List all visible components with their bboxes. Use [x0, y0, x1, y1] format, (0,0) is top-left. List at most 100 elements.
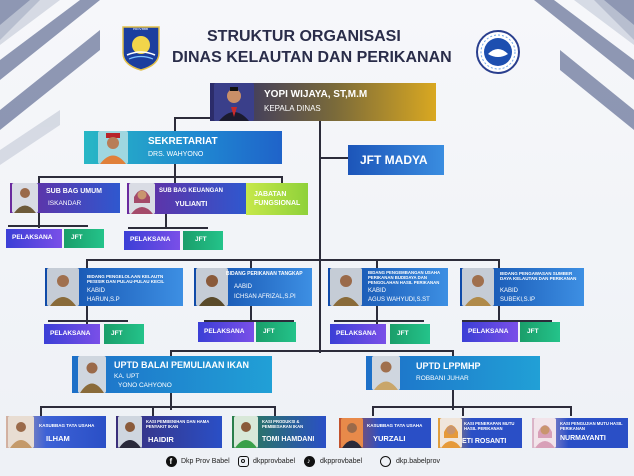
uptd1-down [170, 392, 172, 410]
uptd2-drop [452, 350, 454, 356]
pelaksana-box: PELAKSANA [462, 322, 518, 342]
bidang4-drop [498, 259, 500, 269]
pelaksana-box: PELAKSANA [330, 324, 386, 344]
pelaksana-box: PELAKSANA [124, 231, 180, 250]
bidang-1-kabid: KABID [87, 288, 106, 294]
sub-umum-drop [38, 176, 40, 184]
kabid-4-photo [462, 268, 494, 306]
uptd2-staff-line [372, 406, 572, 408]
jft-box: JFT [256, 322, 296, 342]
bidang-3-box: BIDANG PENGEMBANGAN USAHA PERIKANAN BUDI… [328, 268, 448, 306]
jft-madya-box: JFT MADYA [348, 145, 444, 175]
sekretaris-photo [98, 131, 128, 164]
staff4-drop [372, 406, 374, 416]
pelaksana-box: PELAKSANA [6, 229, 62, 248]
pelaksana-label: PELAKSANA [130, 236, 171, 243]
staff-5-box: KASI PENERAPAN MUTU HASIL PERIKANAN ETI … [438, 418, 522, 448]
sub-umum-label: SUB BAG UMUM [46, 188, 102, 195]
staff-1-role: KASUBBAG TATA USAHA [39, 423, 95, 428]
kepala-dinas-box: YOPI WIJAYA, ST,M.M KEPALA DINAS [210, 83, 436, 121]
staff-1-photo [8, 416, 34, 448]
province-logo-icon: PROV.BBB [121, 25, 161, 71]
facebook-handle[interactable]: Dkp Prov Babel [181, 458, 230, 465]
staff5-drop [462, 406, 464, 416]
staff2-drop [152, 406, 154, 416]
staff-4-photo [341, 418, 363, 448]
bidang3-down [376, 305, 378, 325]
staff-6-box: KASI PENGUJIAN MUTU HASIL PERIKANAN NURM… [532, 418, 628, 448]
dkp-logo-icon [476, 30, 520, 74]
kabid-3-photo [330, 268, 362, 306]
uptd-lppmhp-name: ROBBANI JUHAR [416, 375, 469, 382]
bidang3-drop [376, 259, 378, 269]
jabatan-drop [281, 176, 283, 184]
jft-box: JFT [520, 322, 560, 342]
jabatan-line-1: JABATAN [254, 191, 287, 198]
kepala-photo [214, 83, 254, 121]
staff-2-photo [118, 416, 142, 448]
logo-text: PROV.BBB [133, 27, 149, 31]
bidang4-down [498, 305, 500, 325]
staff1-drop [40, 406, 42, 416]
staff3-drop [274, 406, 276, 416]
bidang-2-title: BIDANG PERIKANAN TANGKAP [226, 271, 303, 277]
website-handle[interactable]: dkp.babelprov [396, 458, 440, 465]
bidang2-drop [250, 259, 252, 269]
instagram-handle[interactable]: dkpprovbabel [253, 458, 296, 465]
bidang2-team-line [204, 320, 294, 322]
bidang4-team-line [462, 320, 552, 322]
title-line-2: DINAS KELAUTAN DAN PERIKANAN [172, 49, 452, 66]
bidang1-down [86, 305, 88, 325]
sek-down-line [174, 163, 176, 183]
uptd1-staff-line [40, 406, 276, 408]
bidang2-down [250, 305, 252, 325]
jft-label: JFT [527, 328, 539, 335]
jft-box: JFT [183, 231, 223, 250]
staff-1-name: ILHAM [46, 434, 70, 443]
jft-label: JFT [195, 236, 207, 243]
staff-6-photo [534, 418, 556, 448]
bidang-3-kabid: KABID [368, 288, 387, 294]
uptd-bpi-box: UPTD BALAI PEMULIAAN IKAN KA. UPT YONO C… [72, 356, 272, 393]
staff-5-role: KASI PENERAPAN MUTU HASIL PERIKANAN [464, 421, 515, 431]
kepala-name: YOPI WIJAYA, ST,M.M [264, 89, 368, 100]
staff-3-photo [234, 416, 258, 448]
facebook-icon[interactable]: f [166, 456, 177, 467]
bidang-3-title: BIDANG PENGEMBANGAN USAHA PERIKANAN BUDI… [368, 270, 440, 285]
kabid-2-photo [196, 268, 228, 306]
bidang-3-name: AGUS WAHYUDI,S.ST [368, 297, 430, 303]
sub-bag-keuangan-box: SUB BAG KEUANGAN YULIANTI [127, 183, 247, 214]
sub-bag-branch-line [38, 176, 282, 178]
tiktok-handle[interactable]: dkpprovbabel [320, 458, 363, 465]
uptd-branch-line [170, 350, 454, 352]
sekretaris-name: DRS. WAHYONO [148, 151, 204, 158]
sub-bag-umum-box: SUB BAG UMUM ISKANDAR [10, 183, 120, 213]
staff-3-name: TOMI HAMDANI [262, 436, 315, 443]
kepala-title: KEPALA DINAS [264, 104, 321, 113]
instagram-icon[interactable] [238, 456, 249, 467]
globe-icon[interactable] [380, 456, 391, 467]
staff-4-box: KASUBBAG TATA USAHA YURZALI [339, 418, 431, 448]
jft-label: JFT [71, 234, 83, 241]
pelaksana-label: PELAKSANA [50, 330, 91, 337]
sub-umum-down [38, 212, 40, 228]
jft-box: JFT [390, 324, 430, 344]
staff-3-box: KASI PRODUKSI & PEMBESARAN IKAN TOMI HAM… [232, 416, 326, 448]
staff-2-box: KASI PEMBENIHAN DAN HAMA PENYAKIT IKAN H… [116, 416, 222, 448]
staff-5-photo [440, 418, 462, 448]
staff-5-name: ETI ROSANTI [462, 438, 507, 445]
uptd2-down [452, 390, 454, 410]
jft-label: JFT [263, 328, 275, 335]
jft-madya-line [320, 157, 348, 159]
kasubbag-keuangan-photo [129, 183, 155, 214]
uptd1-drop [170, 350, 172, 356]
pelaksana-label: PELAKSANA [204, 328, 245, 335]
tiktok-icon[interactable]: ♪ [304, 456, 315, 467]
staff-3-role: KASI PRODUKSI & PEMBESARAN IKAN [262, 419, 304, 429]
bidang-1-name: HARUN,S.P [87, 297, 120, 303]
bidang-1-box: BIDANG PENGELOLAAN KELAUTN PESISIR DAN P… [45, 268, 183, 306]
bidang-4-box: BIDANG PENGAWASAN SUMBER DAYA KELAUTAN D… [460, 268, 584, 306]
sekretariat-box: SEKRETARIAT DRS. WAHYONO [84, 131, 282, 164]
